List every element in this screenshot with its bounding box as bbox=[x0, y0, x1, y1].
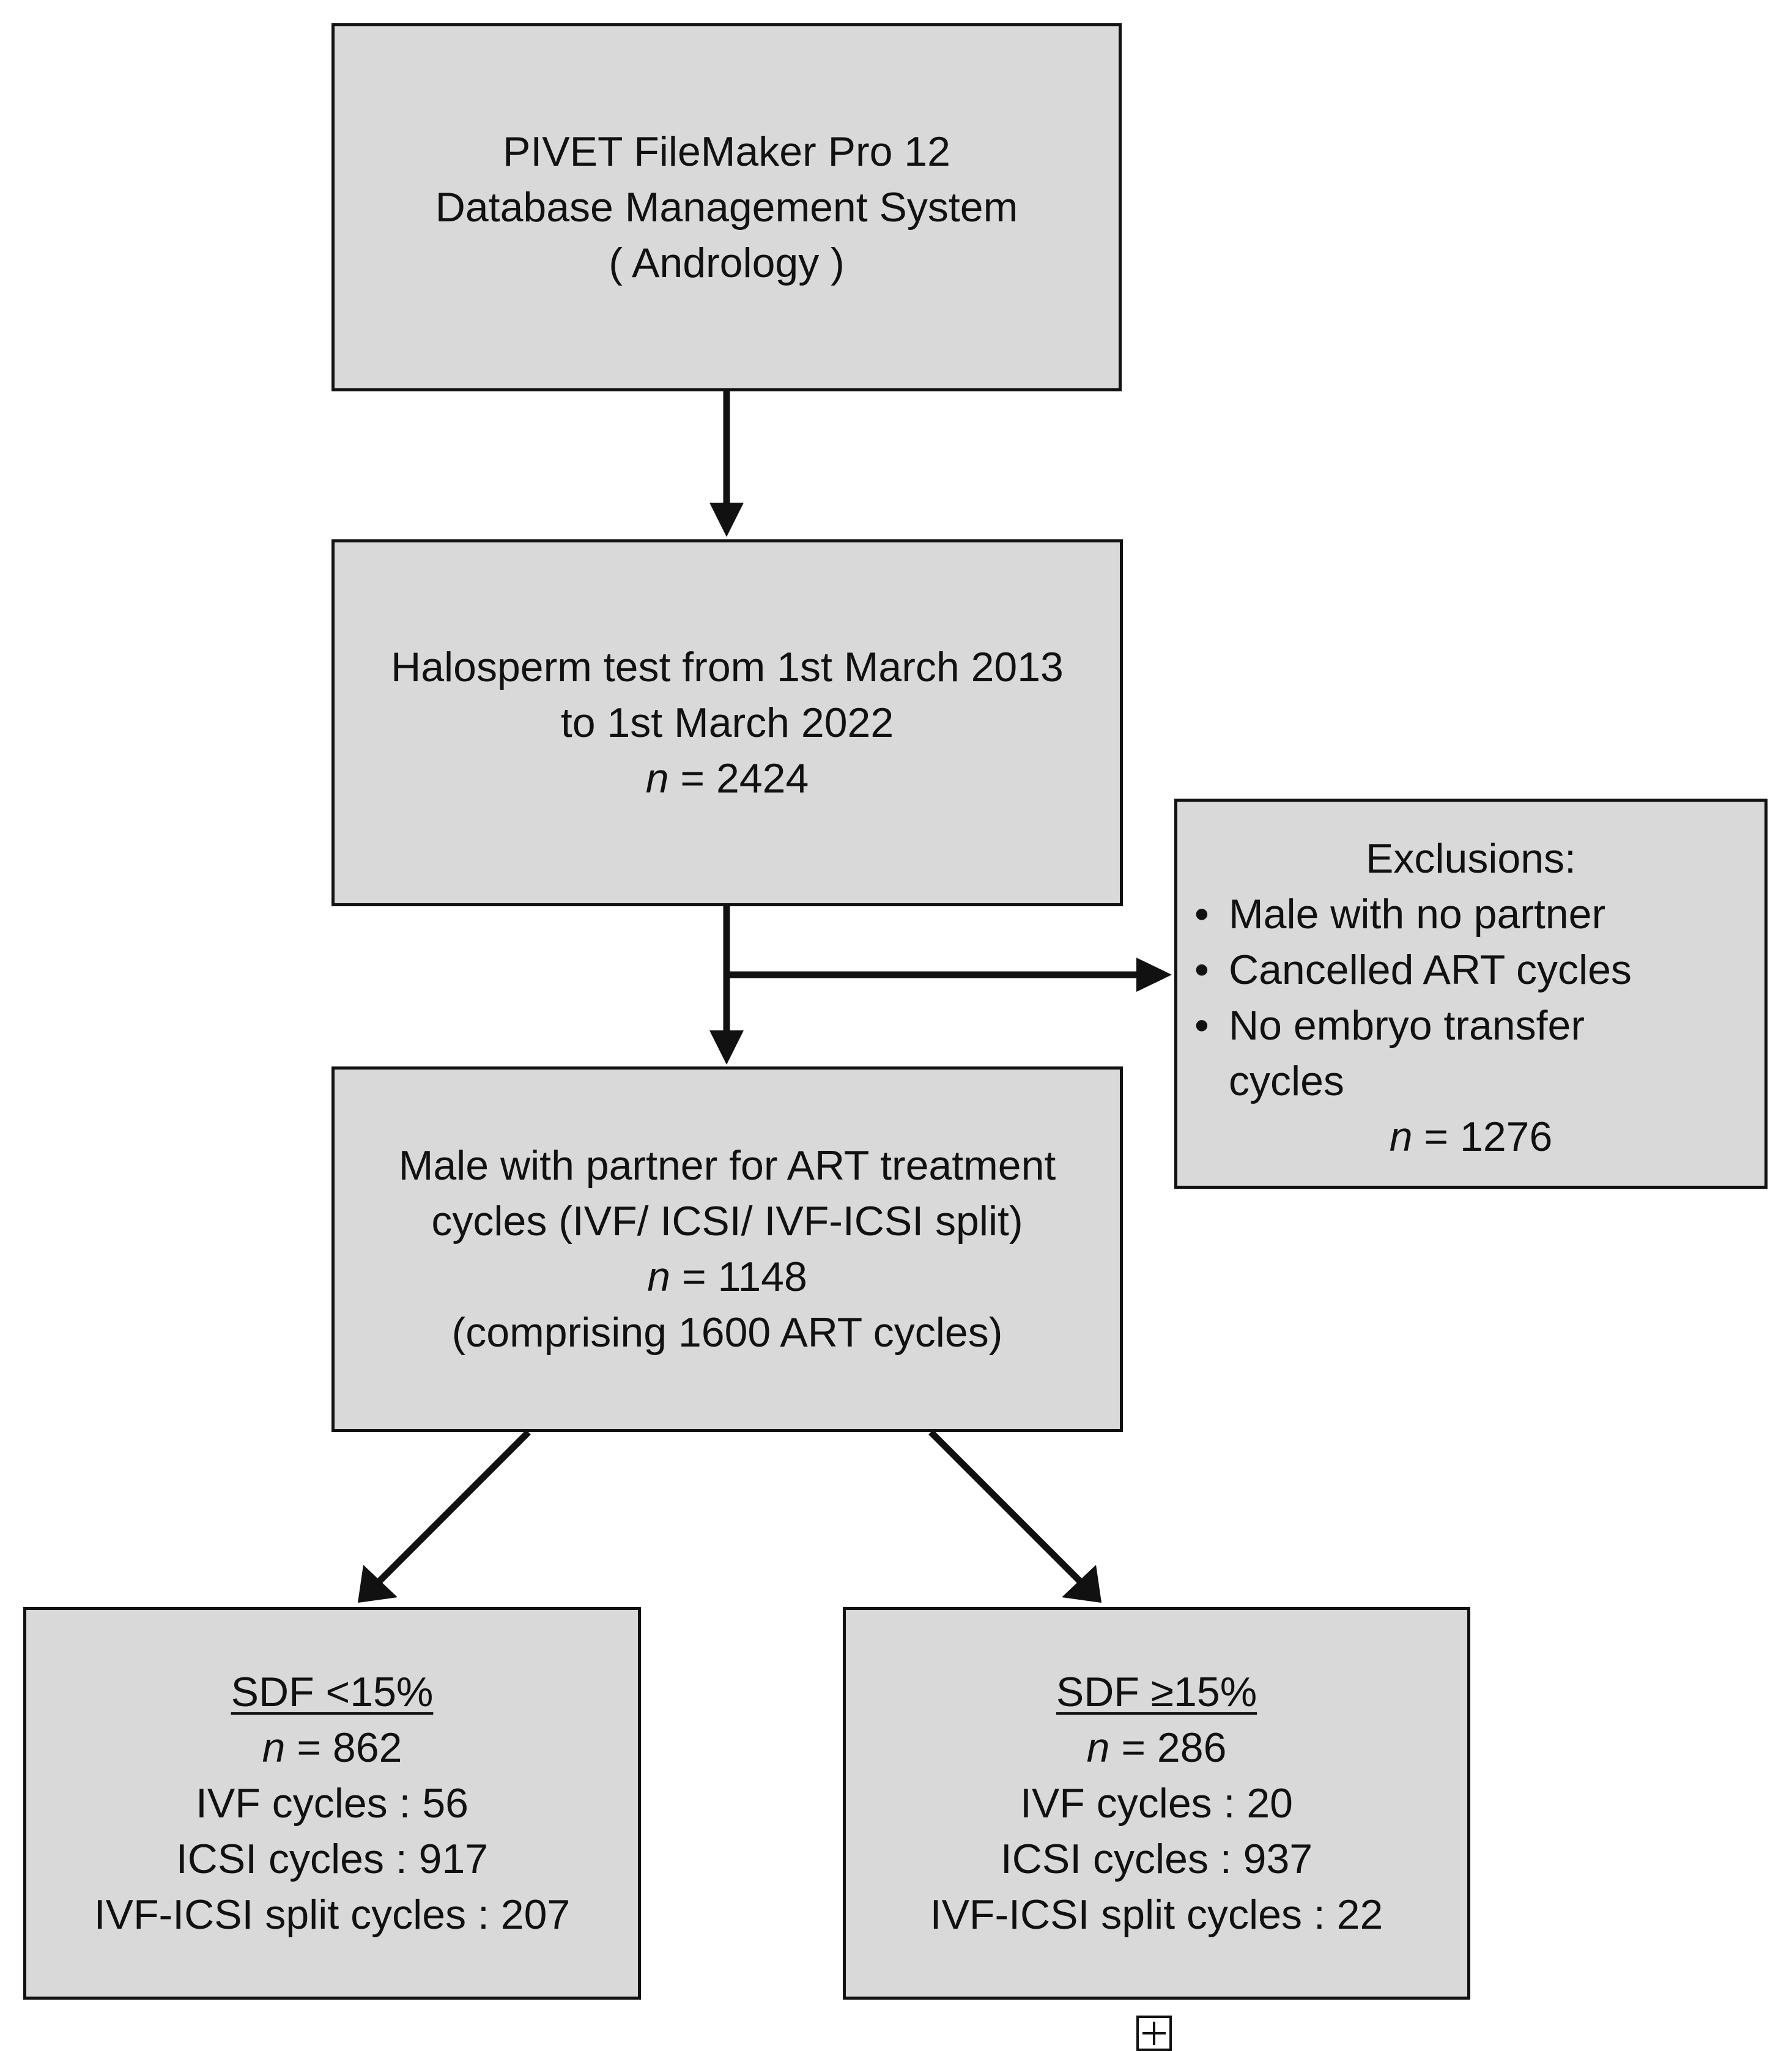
n-symbol: n bbox=[645, 755, 669, 802]
sdf-high-icsi: ICSI cycles : 937 bbox=[1000, 1835, 1313, 1882]
sdf-low-box: SDF <15% n = 862 IVF cycles : 56 ICSI cy… bbox=[23, 1607, 641, 2000]
bullet-icon: • bbox=[1194, 1002, 1209, 1049]
sdf-high-title: SDF ≥15% bbox=[1056, 1668, 1257, 1715]
list-item: • Cancelled ART cycles bbox=[1194, 942, 1632, 998]
exclusion-item-continuation: cycles bbox=[1229, 1058, 1344, 1104]
exclusions-list: • Male with no partner • Cancelled ART cyc… bbox=[1194, 887, 1632, 1109]
sdf-high-ivf: IVF cycles : 20 bbox=[1020, 1779, 1293, 1827]
sdf-low-title: SDF <15% bbox=[231, 1668, 434, 1715]
sdf-high-count: n = 286 bbox=[1087, 1720, 1227, 1776]
arrow-male-to-sdf-high bbox=[928, 1430, 1083, 1584]
list-item: • No embryo transfer bbox=[1194, 998, 1632, 1054]
n-symbol: n bbox=[262, 1724, 286, 1771]
n-symbol: n bbox=[1389, 1114, 1413, 1160]
male-line-1: Male with partner for ART treatment bbox=[398, 1142, 1056, 1189]
n-symbol: n bbox=[1086, 1724, 1110, 1771]
halosperm-count-value: = 2424 bbox=[668, 755, 809, 802]
male-count: n = 1148 bbox=[647, 1249, 807, 1305]
male-line-2: cycles (IVF/ ICSI/ IVF-ICSI split) bbox=[431, 1198, 1023, 1244]
sdf-low-count-value: = 862 bbox=[285, 1724, 402, 1771]
exclusions-title: Exclusions: bbox=[1366, 835, 1576, 882]
exclusion-item: Male with no partner bbox=[1229, 891, 1606, 937]
bullet-icon: • bbox=[1194, 947, 1209, 993]
exclusions-count-value: = 1276 bbox=[1412, 1114, 1553, 1160]
list-item-continuation: cycles bbox=[1194, 1054, 1632, 1109]
exclusions-box: Exclusions: • Male with no partner • Cance… bbox=[1174, 799, 1768, 1189]
exclusions-count: n = 1276 bbox=[1390, 1109, 1553, 1165]
arrowhead-male-to-sdf-high bbox=[1062, 1565, 1101, 1603]
exclusion-item: No embryo transfer bbox=[1229, 1002, 1585, 1049]
database-line-3: ( Andrology ) bbox=[609, 239, 845, 286]
sdf-high-split: IVF-ICSI split cycles : 22 bbox=[930, 1891, 1383, 1938]
bullet-icon: • bbox=[1194, 891, 1209, 937]
sdf-high-count-value: = 286 bbox=[1109, 1724, 1227, 1771]
sdf-high-box: SDF ≥15% n = 286 IVF cycles : 20 ICSI cy… bbox=[843, 1607, 1470, 2000]
n-symbol: n bbox=[647, 1254, 671, 1300]
sdf-low-icsi: ICSI cycles : 917 bbox=[176, 1835, 489, 1882]
halosperm-box: Halosperm test from 1st March 2013 to 1s… bbox=[331, 539, 1123, 906]
plus-square-icon[interactable] bbox=[1136, 2016, 1172, 2051]
halosperm-line-1: Halosperm test from 1st March 2013 bbox=[391, 643, 1064, 690]
database-line-2: Database Management System bbox=[435, 183, 1018, 231]
male-count-value: = 1148 bbox=[670, 1254, 807, 1300]
halosperm-count: n = 2424 bbox=[646, 751, 809, 807]
sdf-low-ivf: IVF cycles : 56 bbox=[196, 1779, 468, 1827]
arrow-male-to-sdf-low bbox=[377, 1430, 531, 1584]
halosperm-line-2: to 1st March 2022 bbox=[560, 699, 894, 746]
arrowhead-male-to-sdf-low bbox=[358, 1565, 398, 1603]
exclusion-item: Cancelled ART cycles bbox=[1229, 947, 1632, 993]
sdf-low-count: n = 862 bbox=[262, 1720, 402, 1776]
database-line-1: PIVET FileMaker Pro 12 bbox=[503, 128, 950, 175]
male-with-partner-box: Male with partner for ART treatment cycl… bbox=[331, 1066, 1123, 1432]
male-line-4: (comprising 1600 ART cycles) bbox=[451, 1309, 1003, 1356]
list-item: • Male with no partner bbox=[1194, 887, 1632, 942]
sdf-low-split: IVF-ICSI split cycles : 207 bbox=[94, 1891, 571, 1938]
arrowhead-db-to-halosperm bbox=[709, 503, 744, 537]
database-box: PIVET FileMaker Pro 12 Database Manageme… bbox=[331, 23, 1122, 391]
arrowhead-halosperm-to-male bbox=[709, 1030, 744, 1065]
arrowhead-to-exclusions bbox=[1136, 958, 1172, 992]
